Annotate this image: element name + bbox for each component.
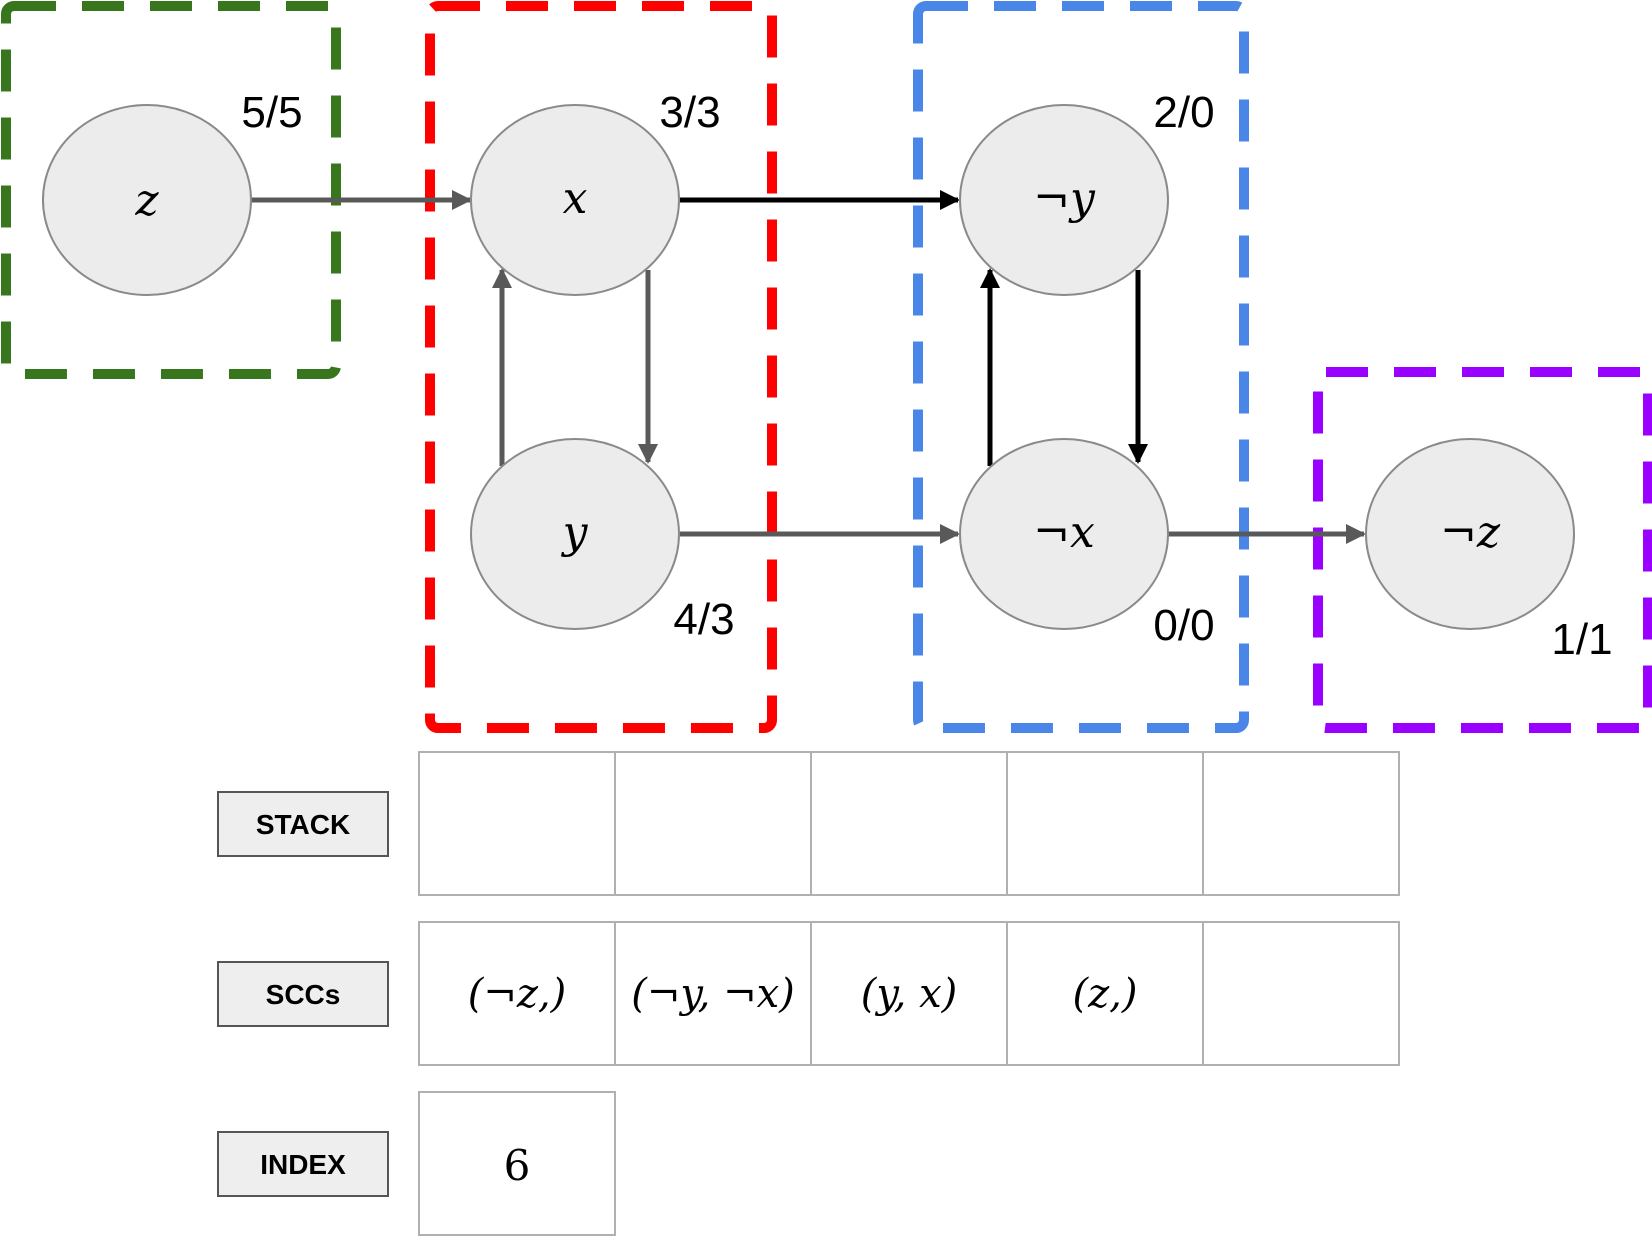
stack-cell	[614, 751, 812, 896]
stack-cell	[1006, 751, 1204, 896]
sccs-row: SCCs (¬z,) (¬y, ¬x) (y, x) (z,)	[217, 921, 1400, 1066]
index-cell	[418, 1091, 616, 1236]
stack-cell	[1202, 751, 1400, 896]
sccs-cell-text: (¬y, ¬x)	[631, 971, 795, 1017]
scc-group-boxes	[1, 1, 1652, 733]
edges	[252, 190, 1366, 544]
index-value: 6	[504, 1141, 531, 1190]
node-not-x-counts: 0/0	[1153, 601, 1214, 650]
sccs-cell-text: (¬z,)	[468, 971, 567, 1017]
node-z: z 5/5	[42, 88, 303, 296]
node-not-x-label: ¬x	[1033, 507, 1095, 558]
scc-group-red	[425, 1, 777, 733]
node-x-label: x	[563, 173, 588, 224]
node-not-z-counts: 1/1	[1551, 615, 1612, 664]
sccs-cell-text: (y, x)	[861, 971, 957, 1017]
stack-cell	[418, 751, 616, 896]
node-not-y-circle	[959, 104, 1169, 296]
sccs-cell-text: (z,)	[1073, 971, 1138, 1017]
sccs-cell	[1006, 921, 1204, 1066]
nodes: z 5/5 x 3/3 y 4/3 ¬y 2/0 ¬x 0/0 ¬z 1/1	[42, 88, 1613, 664]
scc-group-purple	[1313, 367, 1652, 733]
node-z-circle	[42, 104, 252, 296]
node-y-circle	[470, 438, 680, 630]
scc-group-green	[1, 1, 341, 379]
node-x-counts: 3/3	[659, 88, 720, 137]
node-not-x: ¬x 0/0	[959, 438, 1215, 650]
node-y: y 4/3	[470, 438, 735, 644]
node-z-counts: 5/5	[241, 88, 302, 137]
stack-cell	[810, 751, 1008, 896]
sccs-cell	[418, 921, 616, 1066]
node-not-z: ¬z 1/1	[1365, 438, 1613, 664]
node-x-circle	[470, 104, 680, 296]
node-not-z-circle	[1365, 438, 1575, 630]
node-not-z-label: ¬z	[1440, 507, 1501, 558]
node-z-label: z	[134, 175, 159, 226]
index-title-box	[217, 1131, 389, 1197]
scc-group-blue	[913, 1, 1249, 733]
node-not-x-circle	[959, 438, 1169, 630]
sccs-cell	[1202, 921, 1400, 1066]
node-not-y-counts: 2/0	[1153, 88, 1214, 137]
index-title: INDEX	[260, 1149, 346, 1180]
stack-row: STACK	[217, 751, 1400, 896]
node-not-y: ¬y 2/0	[959, 88, 1215, 296]
node-not-y-label: ¬y	[1033, 173, 1096, 224]
node-x: x 3/3	[470, 88, 721, 296]
stack-title: STACK	[256, 809, 350, 840]
index-row: INDEX 6	[217, 1091, 616, 1236]
sccs-title: SCCs	[266, 979, 341, 1010]
sccs-title-box	[217, 961, 389, 1027]
stack-title-box	[217, 791, 389, 857]
node-y-label: y	[561, 507, 589, 558]
sccs-cell	[810, 921, 1008, 1066]
node-y-counts: 4/3	[673, 595, 734, 644]
